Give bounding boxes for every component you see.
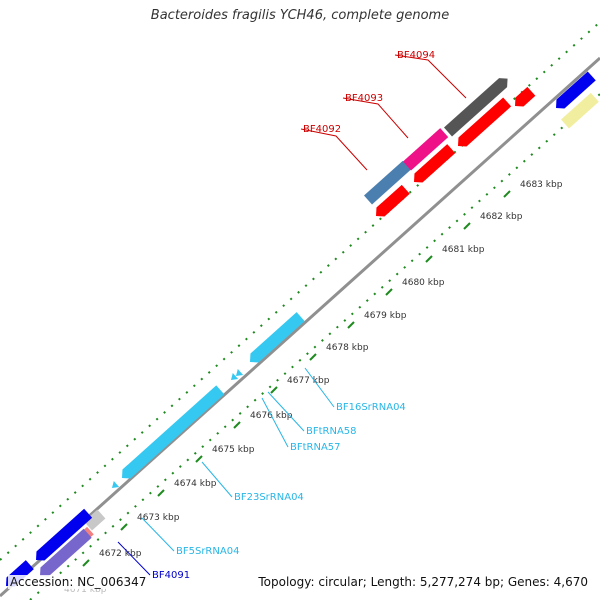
cds-red-4-shape [515,86,536,107]
cds-red-4[interactable] [511,86,536,111]
rna-bf16srrna04[interactable] [246,312,305,366]
cds-blue-right-shape [556,71,596,109]
cds-bf4092[interactable] [363,160,411,205]
leader-line [267,391,305,432]
cds-bf4093[interactable] [402,128,449,171]
cds-yellow-right[interactable] [560,92,599,129]
leader-line [394,54,467,99]
rna-bf23srrna04[interactable] [118,385,225,482]
cds-purple-left-shape [40,528,92,577]
kbp-label: 4682 kbp [480,212,523,222]
rna-bftrna57[interactable] [228,373,239,383]
kbp-label-faint: 4671 kbp [64,585,107,595]
kbp-label: 4674 kbp [174,479,217,489]
map-title: Bacteroides fragilis YCH46, complete gen… [150,8,450,23]
kbp-label: 4677 kbp [287,376,330,386]
leader-line [342,97,409,139]
cds-grey-left[interactable] [83,509,106,531]
feature-label-bf4091[interactable]: BF4091 [152,570,190,581]
kbp-tick [233,421,241,429]
cds-blue-right[interactable] [552,71,596,112]
cds-grey-left-shape [83,509,106,531]
rna-bf5srrna04[interactable] [109,481,120,491]
kbp-label: 4680 kbp [402,278,445,288]
kbp-tick [157,489,165,497]
leader-line [141,517,175,552]
rna-bftrna58[interactable] [233,369,244,379]
kbp-label: 4683 kbp [520,180,563,190]
cds-bf4092-shape [363,160,411,205]
kbp-tick [82,559,90,567]
cds-blue-left-1[interactable] [32,508,93,565]
rna-bftrna57-shape [231,373,239,380]
feature-label-bftrna58[interactable]: BFtRNA58 [306,426,357,437]
kbp-label: 4672 kbp [99,549,142,559]
kbp-tick [347,321,355,329]
kbp-tick [425,255,433,263]
cds-red-3[interactable] [454,97,512,150]
feature-label-bf5srrna04[interactable]: BF5SrRNA04 [176,546,239,557]
tick-line-lower [29,93,600,600]
feature-label-bf4092[interactable]: BF4092 [303,124,341,135]
feature-label-bf23srrna04[interactable]: BF23SrRNA04 [234,492,304,503]
kbp-label: 4679 kbp [364,311,407,321]
cds-bf4094[interactable] [443,74,512,137]
feature-label-bftrna57[interactable]: BFtRNA57 [290,442,341,453]
cds-red-3-shape [458,97,512,147]
backbone-line [0,56,600,598]
cds-red-2[interactable] [410,144,456,186]
kbp-tick [503,190,511,198]
kbp-tick [385,288,393,296]
cds-red-1-shape [376,184,410,217]
cds-yellow-right-shape [560,92,599,129]
cds-red-1[interactable] [372,184,410,221]
cds-purple-left[interactable] [36,528,92,581]
leader-line [300,128,368,171]
rna-bftrna58-shape [236,369,244,376]
leader-line [201,461,233,498]
kbp-tick [463,222,471,230]
leader-line [261,397,289,448]
rna-bf5srrna04-shape [112,481,120,488]
feature-label-bf4094[interactable]: BF4094 [397,50,435,61]
kbp-tick [195,455,203,463]
kbp-label: 4673 kbp [137,513,180,523]
genome-stats-text: Topology: circular; Length: 5,277,274 bp… [256,575,590,589]
kbp-tick [120,523,128,531]
cds-blue-left-1-shape [36,508,93,561]
kbp-label: 4678 kbp [326,343,369,353]
kbp-label: 4681 kbp [442,245,485,255]
kbp-tick [270,386,278,394]
backbone-line-upper [0,21,600,561]
leader-line [304,367,335,408]
cds-bf4094-shape [443,78,508,137]
leader-line [117,541,151,576]
rna-bf23srrna04-shape [122,385,225,479]
kbp-label: 4675 kbp [212,445,255,455]
rna-bf16srrna04-shape [250,312,305,363]
cds-bf4093-shape [402,128,449,171]
kbp-tick [309,353,317,361]
feature-label-bf16srrna04[interactable]: BF16SrRNA04 [336,402,406,413]
feature-label-bf4093[interactable]: BF4093 [345,93,383,104]
cds-red-2-shape [414,144,456,183]
accession-text: Accession: NC_006347 [8,575,149,589]
